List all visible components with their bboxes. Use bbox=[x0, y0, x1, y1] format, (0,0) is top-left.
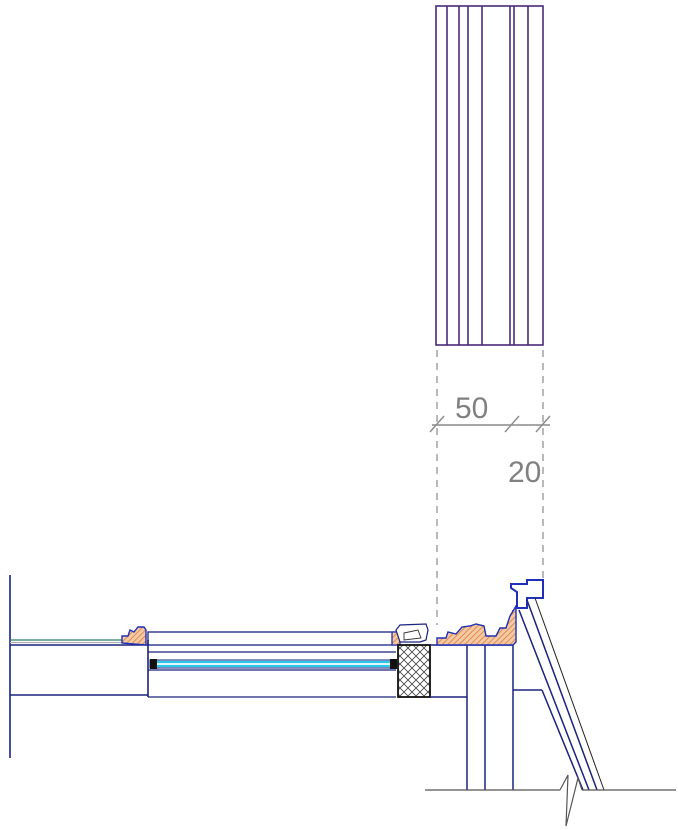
column-elevation bbox=[435, 5, 544, 346]
ground-line bbox=[425, 774, 676, 827]
left-wall bbox=[9, 575, 149, 758]
glass-pane bbox=[149, 659, 397, 669]
sloped-facade bbox=[513, 597, 605, 791]
left-moulding bbox=[121, 626, 147, 646]
projection-lines bbox=[436, 350, 544, 625]
dimension-line bbox=[429, 415, 551, 433]
right-jamb-profile bbox=[391, 623, 429, 646]
insulation-block bbox=[397, 644, 431, 698]
dimension-label-width: 50 bbox=[455, 392, 488, 425]
cornice-cap bbox=[510, 579, 544, 609]
right-moulding bbox=[436, 603, 517, 646]
left-sill-strip bbox=[10, 639, 122, 644]
dimension-label-offset: 20 bbox=[508, 456, 541, 489]
